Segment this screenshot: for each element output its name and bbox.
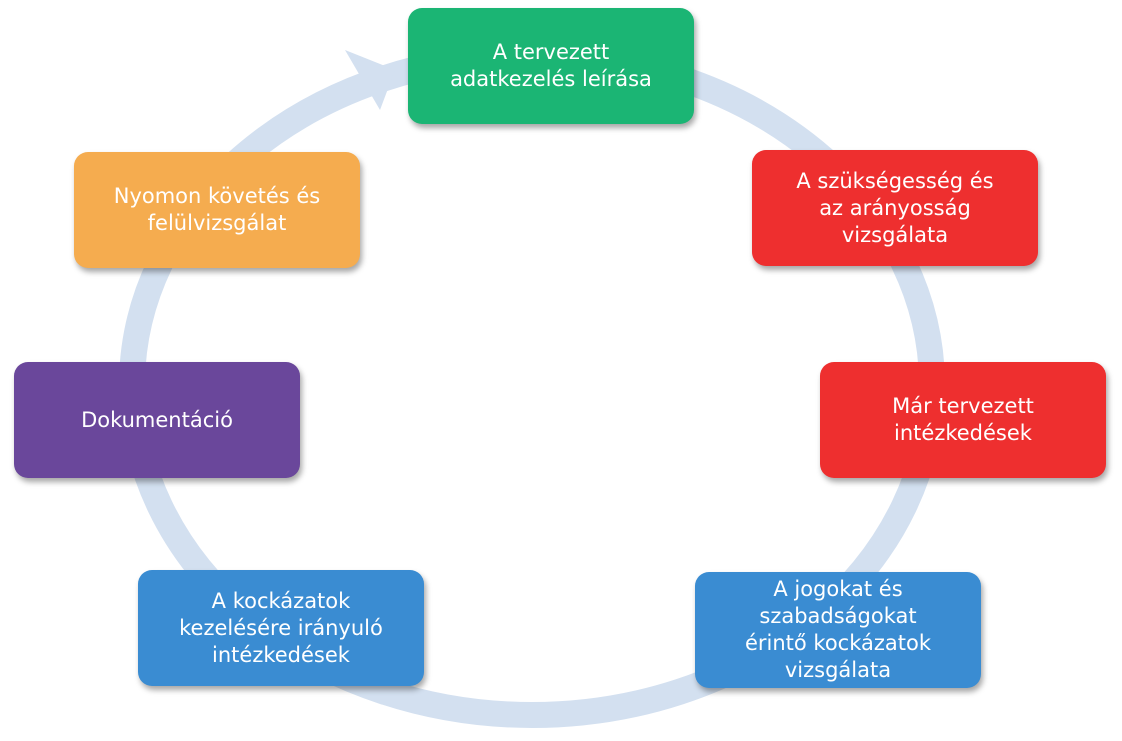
- step-risk-assessment: A jogokat és szabadságokat érintő kockáz…: [695, 572, 981, 688]
- step-monitoring-review: Nyomon követés és felülvizsgálat: [74, 152, 360, 268]
- cycle-arrowhead: [345, 50, 395, 110]
- step-documentation: Dokumentáció: [14, 362, 300, 478]
- step-description: A tervezett adatkezelés leírása: [408, 8, 694, 124]
- step-risk-mitigation: A kockázatok kezelésére irányuló intézke…: [138, 570, 424, 686]
- step-necessity-proportionality: A szükségesség és az arányosság vizsgála…: [752, 150, 1038, 266]
- step-planned-measures: Már tervezett intézkedések: [820, 362, 1106, 478]
